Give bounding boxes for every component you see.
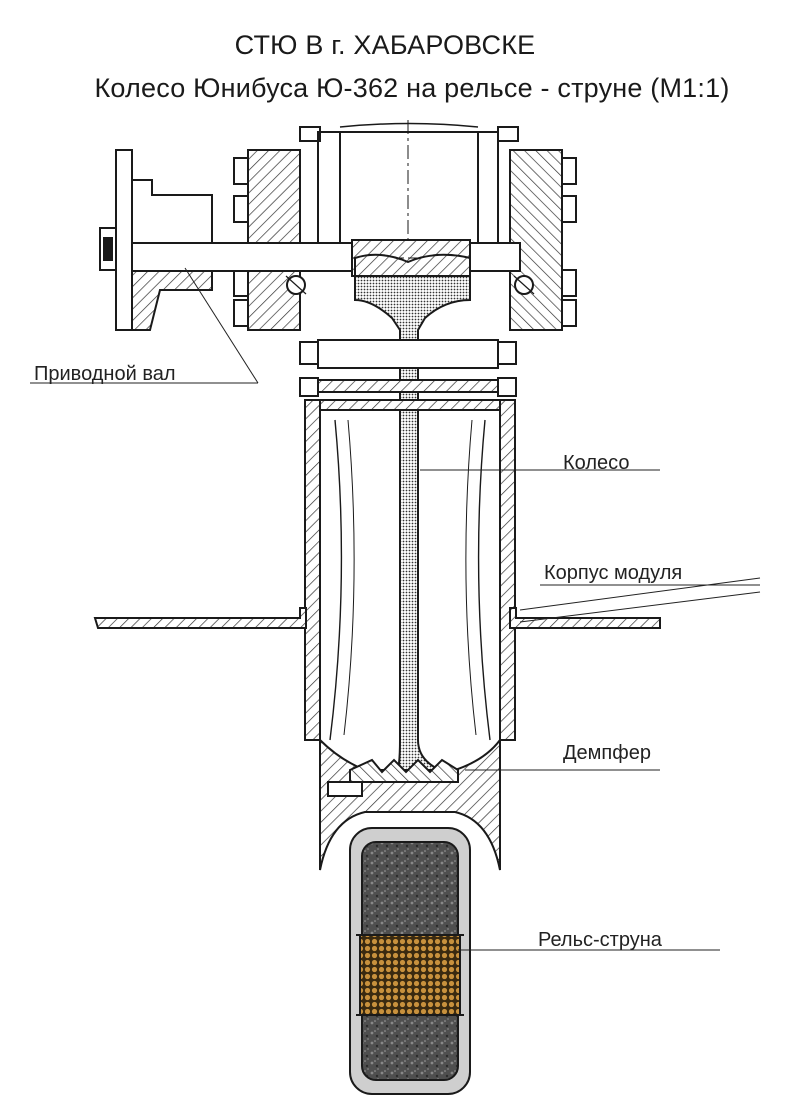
left-bearing-block bbox=[233, 149, 307, 331]
axle-flange bbox=[299, 339, 517, 397]
title-line-2: Колесо Юнибуса Ю-362 на рельсе - струне … bbox=[94, 73, 730, 103]
wheel-rim bbox=[319, 737, 501, 871]
module-body-plates bbox=[93, 607, 661, 629]
wheel-web bbox=[354, 253, 471, 771]
label-module-body: Корпус модуля bbox=[544, 562, 683, 584]
rail-string bbox=[349, 827, 471, 1095]
title-line-1: СТЮ В г. ХАБАРОВСКЕ bbox=[234, 30, 536, 60]
right-bearing-block bbox=[509, 149, 577, 331]
label-rail-string: Рельс-струна bbox=[538, 929, 662, 951]
leader-lines bbox=[30, 267, 761, 951]
label-damper: Демпфер bbox=[563, 742, 651, 764]
label-wheel: Колесо bbox=[563, 452, 630, 474]
wheel-body bbox=[304, 399, 516, 741]
left-flange bbox=[99, 149, 213, 331]
label-drive-shaft: Приводной вал bbox=[34, 363, 176, 385]
